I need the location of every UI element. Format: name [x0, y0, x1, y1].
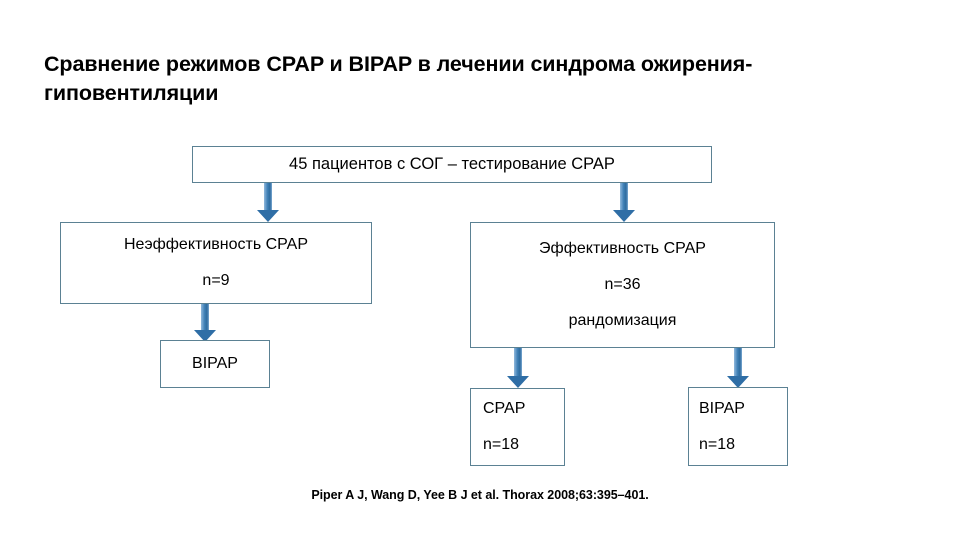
cpap-success-box: Эффективность CPAP n=36 рандомизация: [470, 222, 775, 348]
arrow-cpap-failure-to-bipap-icon: [194, 304, 216, 342]
arrow-head: [257, 210, 279, 222]
cpap-success-label: Эффективность CPAP: [539, 240, 706, 257]
citation-text: Piper A J, Wang D, Yee B J et al. Thorax…: [311, 488, 649, 502]
arrow-head: [727, 376, 749, 388]
bipap-arm-label: BIPAP: [699, 399, 745, 417]
cpap-success-count: n=36: [604, 276, 641, 293]
arrow-randomization-to-bipap-arm-icon: [727, 348, 749, 388]
bipap-arm-box: BIPAP n=18: [688, 387, 788, 466]
screening-box: 45 пациентов с СОГ – тестирование CPAP: [192, 146, 712, 183]
cpap-arm-box: CPAP n=18: [470, 388, 565, 466]
arrow-shaft: [734, 348, 742, 376]
cpap-failure-count: n=9: [202, 272, 230, 289]
cpap-arm-label: CPAP: [483, 400, 526, 417]
screening-box-line-1: 45 пациентов с СОГ – тестирование CPAP: [289, 155, 615, 174]
arrow-head: [194, 330, 216, 342]
arrow-head: [507, 376, 529, 388]
arrow-shaft: [514, 348, 522, 376]
bipap-failure-box: BIPAP: [160, 340, 270, 388]
bipap-arm-count: n=18: [699, 435, 736, 453]
cpap-arm-count: n=18: [483, 436, 520, 453]
arrow-screening-to-cpap-failure-icon: [257, 183, 279, 222]
bipap-failure-label: BIPAP: [192, 355, 238, 372]
arrow-screening-to-cpap-success-icon: [613, 183, 635, 222]
arrow-randomization-to-cpap-arm-icon: [507, 348, 529, 388]
randomization-label: рандомизация: [568, 312, 677, 329]
arrow-shaft: [264, 183, 272, 210]
cpap-failure-box: Неэффективность CPAP n=9: [60, 222, 372, 304]
arrow-shaft: [620, 183, 628, 210]
arrow-head: [613, 210, 635, 222]
page-title: Сравнение режимов CPAP и BIPAP в лечении…: [44, 52, 753, 106]
arrow-shaft: [201, 304, 209, 330]
cpap-failure-label: Неэффективность CPAP: [123, 236, 308, 253]
